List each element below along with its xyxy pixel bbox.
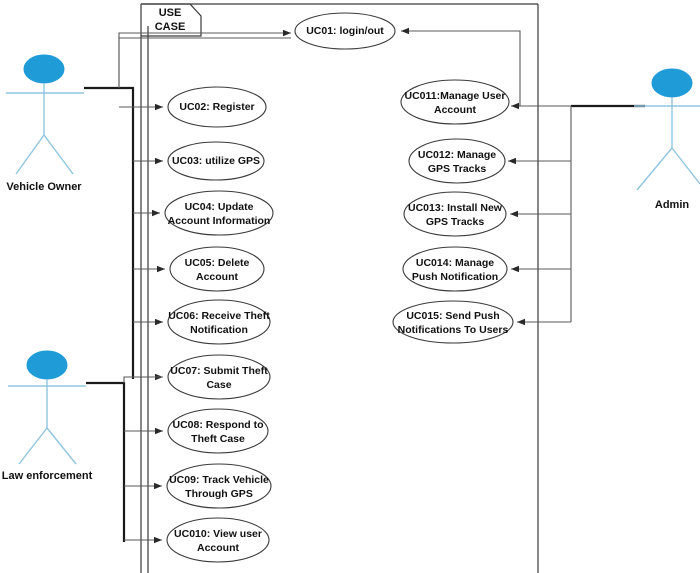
- use-case-label-line1: UC02: Register: [179, 101, 254, 113]
- use-case-label-line2: Account: [197, 542, 240, 554]
- actor-label-vehicle-owner: Vehicle Owner: [6, 181, 82, 193]
- use-case-label-line1: UC011:Manage User: [405, 90, 506, 102]
- use-case-label-line2: Theft Case: [191, 433, 245, 445]
- use-case-label-line2: Case: [206, 379, 231, 391]
- association-law-enforcement-uc07: [123, 376, 163, 383]
- use-case-label-line2: Through GPS: [185, 488, 253, 500]
- use-case-label-line1: UC06: Receive Theft: [168, 310, 270, 322]
- use-case-label-line1: UC03: utilize GPS: [172, 155, 260, 167]
- actor-label-law-enforcement: Law enforcement: [2, 470, 93, 482]
- association-vehicle-owner-uc01-b: [118, 37, 291, 88]
- use-case-label-line1: UC014: Manage: [416, 257, 494, 269]
- use-case-label-line1: UC08: Respond to: [172, 419, 263, 431]
- use-case-ellipse: [403, 191, 507, 237]
- use-case-ellipse: [164, 190, 274, 236]
- use-case-label-line1: UC015: Send Push: [406, 310, 499, 322]
- actor-admin[interactable]: Admin: [634, 68, 700, 211]
- use-case-ellipse: [167, 86, 267, 128]
- association-group-admin: [401, 27, 645, 326]
- association-admin-uc01: [401, 27, 521, 106]
- actor-leg-left-icon: [15, 134, 45, 175]
- association-law-enforcement-trunk: [86, 381, 126, 542]
- actor-leg-right-icon: [671, 147, 700, 185]
- association-vehicle-owner-uc01: [118, 29, 291, 88]
- use-case-ellipse: [166, 517, 270, 563]
- use-case-label-line2: Account: [196, 271, 239, 283]
- actor-head-icon: [26, 350, 68, 380]
- use-case-ellipse: [392, 300, 514, 344]
- association-vehicle-owner-trunk: [84, 86, 135, 379]
- use-case-label-line1: UC05: Delete: [185, 257, 250, 269]
- use-case-ellipse: [402, 246, 508, 292]
- use-case-label-line1: UC012: Manage: [418, 149, 496, 161]
- use-case-label-line1: UC01: login/out: [306, 25, 384, 37]
- system-boundary: [140, 3, 539, 573]
- use-case-label-line1: UC010: View user: [174, 528, 262, 540]
- use-case-label-line2: Push Notification: [412, 271, 498, 283]
- boundary-label-tab: USE CASE: [141, 3, 202, 37]
- use-case-uc08[interactable]: UC08: Respond to Theft Case: [167, 408, 269, 454]
- use-case-ellipse: [167, 408, 269, 454]
- use-case-label-line2: Account Information: [168, 215, 271, 227]
- use-case-ellipse: [167, 141, 265, 181]
- boundary-label-line1: USE: [159, 7, 182, 19]
- boundary-label-line2: CASE: [155, 21, 186, 33]
- use-case-uc03[interactable]: UC03: utilize GPS: [167, 141, 265, 181]
- use-case-label-line2: Account: [434, 104, 477, 116]
- actor-leg-right-icon: [43, 134, 74, 175]
- actor-label-admin: Admin: [655, 199, 690, 211]
- use-case-label-line2: GPS Tracks: [426, 216, 485, 228]
- actor-head-icon: [23, 54, 65, 84]
- actor-law-enforcement[interactable]: Law enforcement: [2, 350, 93, 482]
- use-case-label-line1: UC04: Update: [185, 201, 254, 213]
- actor-leg-right-icon: [46, 427, 77, 465]
- actor-vehicle-owner[interactable]: Vehicle Owner: [6, 54, 84, 193]
- use-case-label-line2: Notifications To Users: [398, 324, 509, 336]
- use-case-ellipse: [166, 463, 272, 509]
- use-case-ellipse: [169, 246, 265, 292]
- use-case-ellipse: [167, 299, 271, 345]
- use-case-uc01[interactable]: UC01: login/out: [294, 12, 396, 50]
- use-case-label-line2: Notification: [190, 324, 248, 336]
- use-case-ellipse: [167, 354, 271, 400]
- use-case-ellipse: [400, 79, 510, 125]
- actor-leg-left-icon: [636, 147, 673, 191]
- use-case-uc02[interactable]: UC02: Register: [167, 86, 267, 128]
- use-case-label-line1: UC07: Submit Theft: [170, 365, 268, 377]
- use-case-ellipse: [408, 138, 506, 184]
- use-case-label-line2: GPS Tracks: [428, 163, 487, 175]
- actor-head-icon: [651, 68, 693, 98]
- association-group-law-enforcement: [86, 376, 163, 544]
- use-case-label-line1: UC013: Install New: [408, 202, 503, 214]
- use-case-ellipse: [294, 12, 396, 50]
- use-case-label-line1: UC09: Track Vehicle: [169, 474, 269, 486]
- actor-leg-left-icon: [18, 427, 48, 465]
